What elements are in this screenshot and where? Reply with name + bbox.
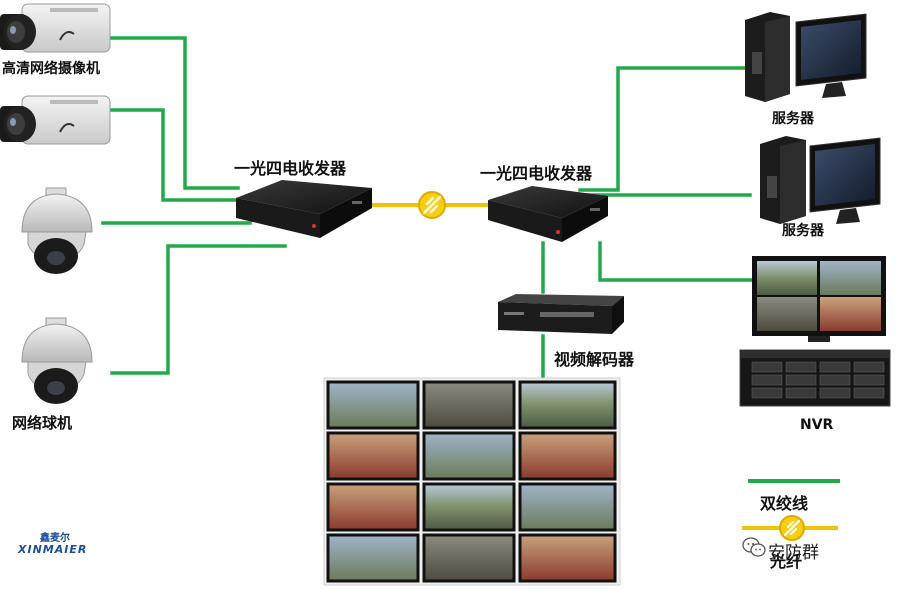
- decoder-label: 视频解码器: [554, 350, 635, 369]
- fiber-link: [372, 191, 492, 219]
- hd-camera-label: 高清网络摄像机: [2, 61, 100, 77]
- legend-fiber-label: 光纤: [770, 552, 803, 571]
- server-bottom: [760, 136, 881, 224]
- transceiver-left-box: [236, 180, 372, 238]
- legend-twisted-pair-label: 双绞线: [760, 494, 809, 513]
- server-bottom-label: 服务器: [782, 223, 824, 239]
- wechat-icon: [742, 537, 766, 557]
- nvr-monitor: [752, 256, 886, 342]
- brand-cn-text: 鑫麦尔: [40, 533, 70, 544]
- twisted-pair-lines: [101, 36, 755, 378]
- server-top-label: 服务器: [772, 111, 814, 127]
- line-server-top: [578, 66, 747, 192]
- video-wall: [323, 377, 621, 586]
- dome-camera-2: [21, 317, 93, 404]
- video-decoder: [498, 294, 624, 334]
- brand-en-text: XINMAIER: [18, 543, 88, 556]
- line-dome-2: [110, 244, 287, 375]
- nvr-recorder: [739, 349, 891, 407]
- transceiver-right-label: 一光四电收发器: [480, 164, 593, 183]
- watermark-text: 安防群: [768, 543, 819, 563]
- hd-camera-2: [0, 95, 111, 145]
- transceiver-left-label: 一光四电收发器: [234, 159, 347, 178]
- legend: [742, 479, 840, 541]
- dome-camera-1: [21, 187, 93, 274]
- server-top: [745, 12, 867, 102]
- hd-camera-1: [0, 3, 111, 53]
- line-hd-camera-2: [110, 108, 242, 202]
- nvr-label: NVR: [800, 417, 834, 433]
- line-nvr: [598, 241, 755, 282]
- dome-camera-label: 网络球机: [12, 414, 73, 432]
- transceiver-right-box: [488, 186, 608, 242]
- line-hd-camera-1: [110, 36, 240, 190]
